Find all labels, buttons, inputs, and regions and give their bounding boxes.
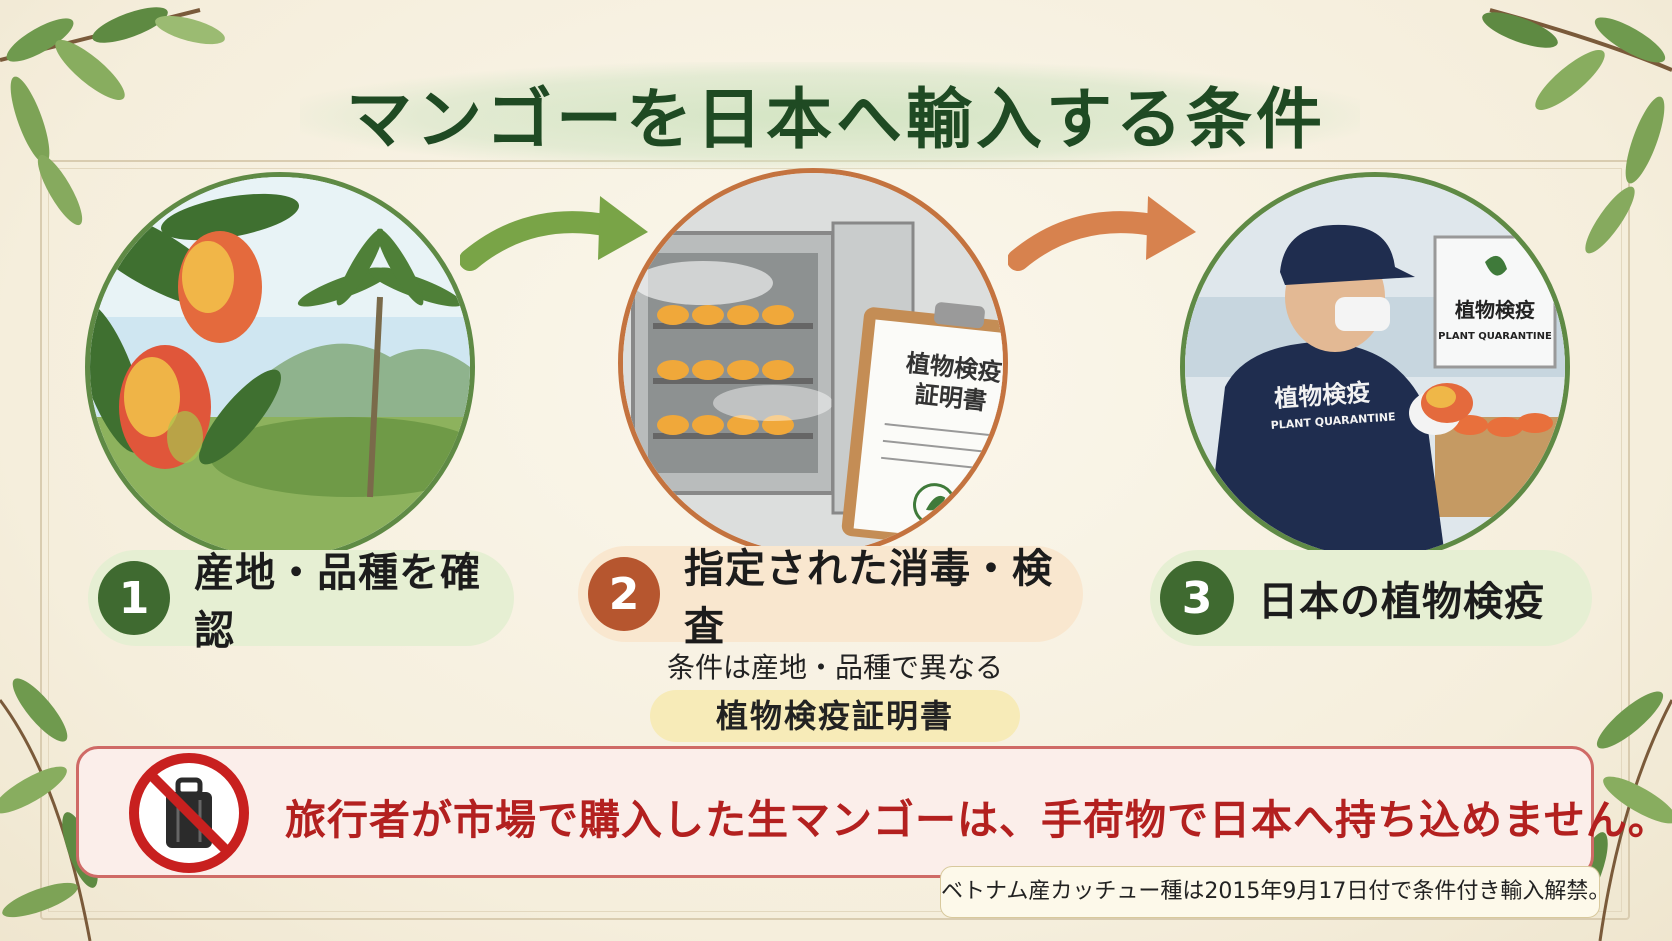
step-2-note: 条件は産地・品種で異なる (666, 651, 1003, 684)
step-3-label: 日本の植物検疫 (1258, 579, 1545, 625)
title-highlight (300, 62, 1360, 170)
no-luggage-icon (129, 753, 249, 873)
step-3-pill: 3 日本の植物検疫 (1150, 550, 1592, 646)
footnote: ベトナム産カッチュー種は2015年9月17日付で条件付き輸入解禁。 (940, 866, 1610, 918)
leaves-top-right-icon (1482, 8, 1672, 254)
orchard-illustration (85, 172, 475, 562)
step-2-pill: 2 指定された消毒・検査 (578, 546, 1083, 650)
sign-text-en: PLANT QUARANTINE (1438, 331, 1552, 342)
step-1-label: 産地・品種を確認 (194, 550, 482, 654)
treatment-chamber-illustration: 植物検疫 証明書 (618, 168, 1008, 558)
shirt-text-jp: 植物検疫 (1273, 378, 1371, 413)
warning-text: 旅行者が市場で購入した生マンゴーは、手荷物で日本へ持ち込めません。 (285, 796, 1670, 844)
page-title: マンゴーを日本へ輸入する条件 (346, 80, 1326, 158)
arrow-step2-to-step3-icon (1008, 196, 1196, 271)
leaves-top-left-icon (0, 7, 225, 226)
sign-text-jp: 植物検疫 (1455, 298, 1535, 322)
step-1-number: 1 (98, 561, 171, 635)
certificate-tag: 植物検疫証明書 (650, 690, 1020, 742)
step-2-number: 2 (588, 557, 661, 631)
quarantine-officer-illustration: 植物検疫 PLANT QUARANTINE 植物検疫 PLANT QUARANT… (1180, 172, 1570, 562)
warning-banner (76, 746, 1594, 878)
arrow-step1-to-step2-icon (460, 196, 648, 271)
step-2-label: 指定された消毒・検査 (684, 546, 1054, 650)
step-1-pill: 1 産地・品種を確認 (88, 550, 514, 654)
step-3-number: 3 (1160, 561, 1234, 635)
